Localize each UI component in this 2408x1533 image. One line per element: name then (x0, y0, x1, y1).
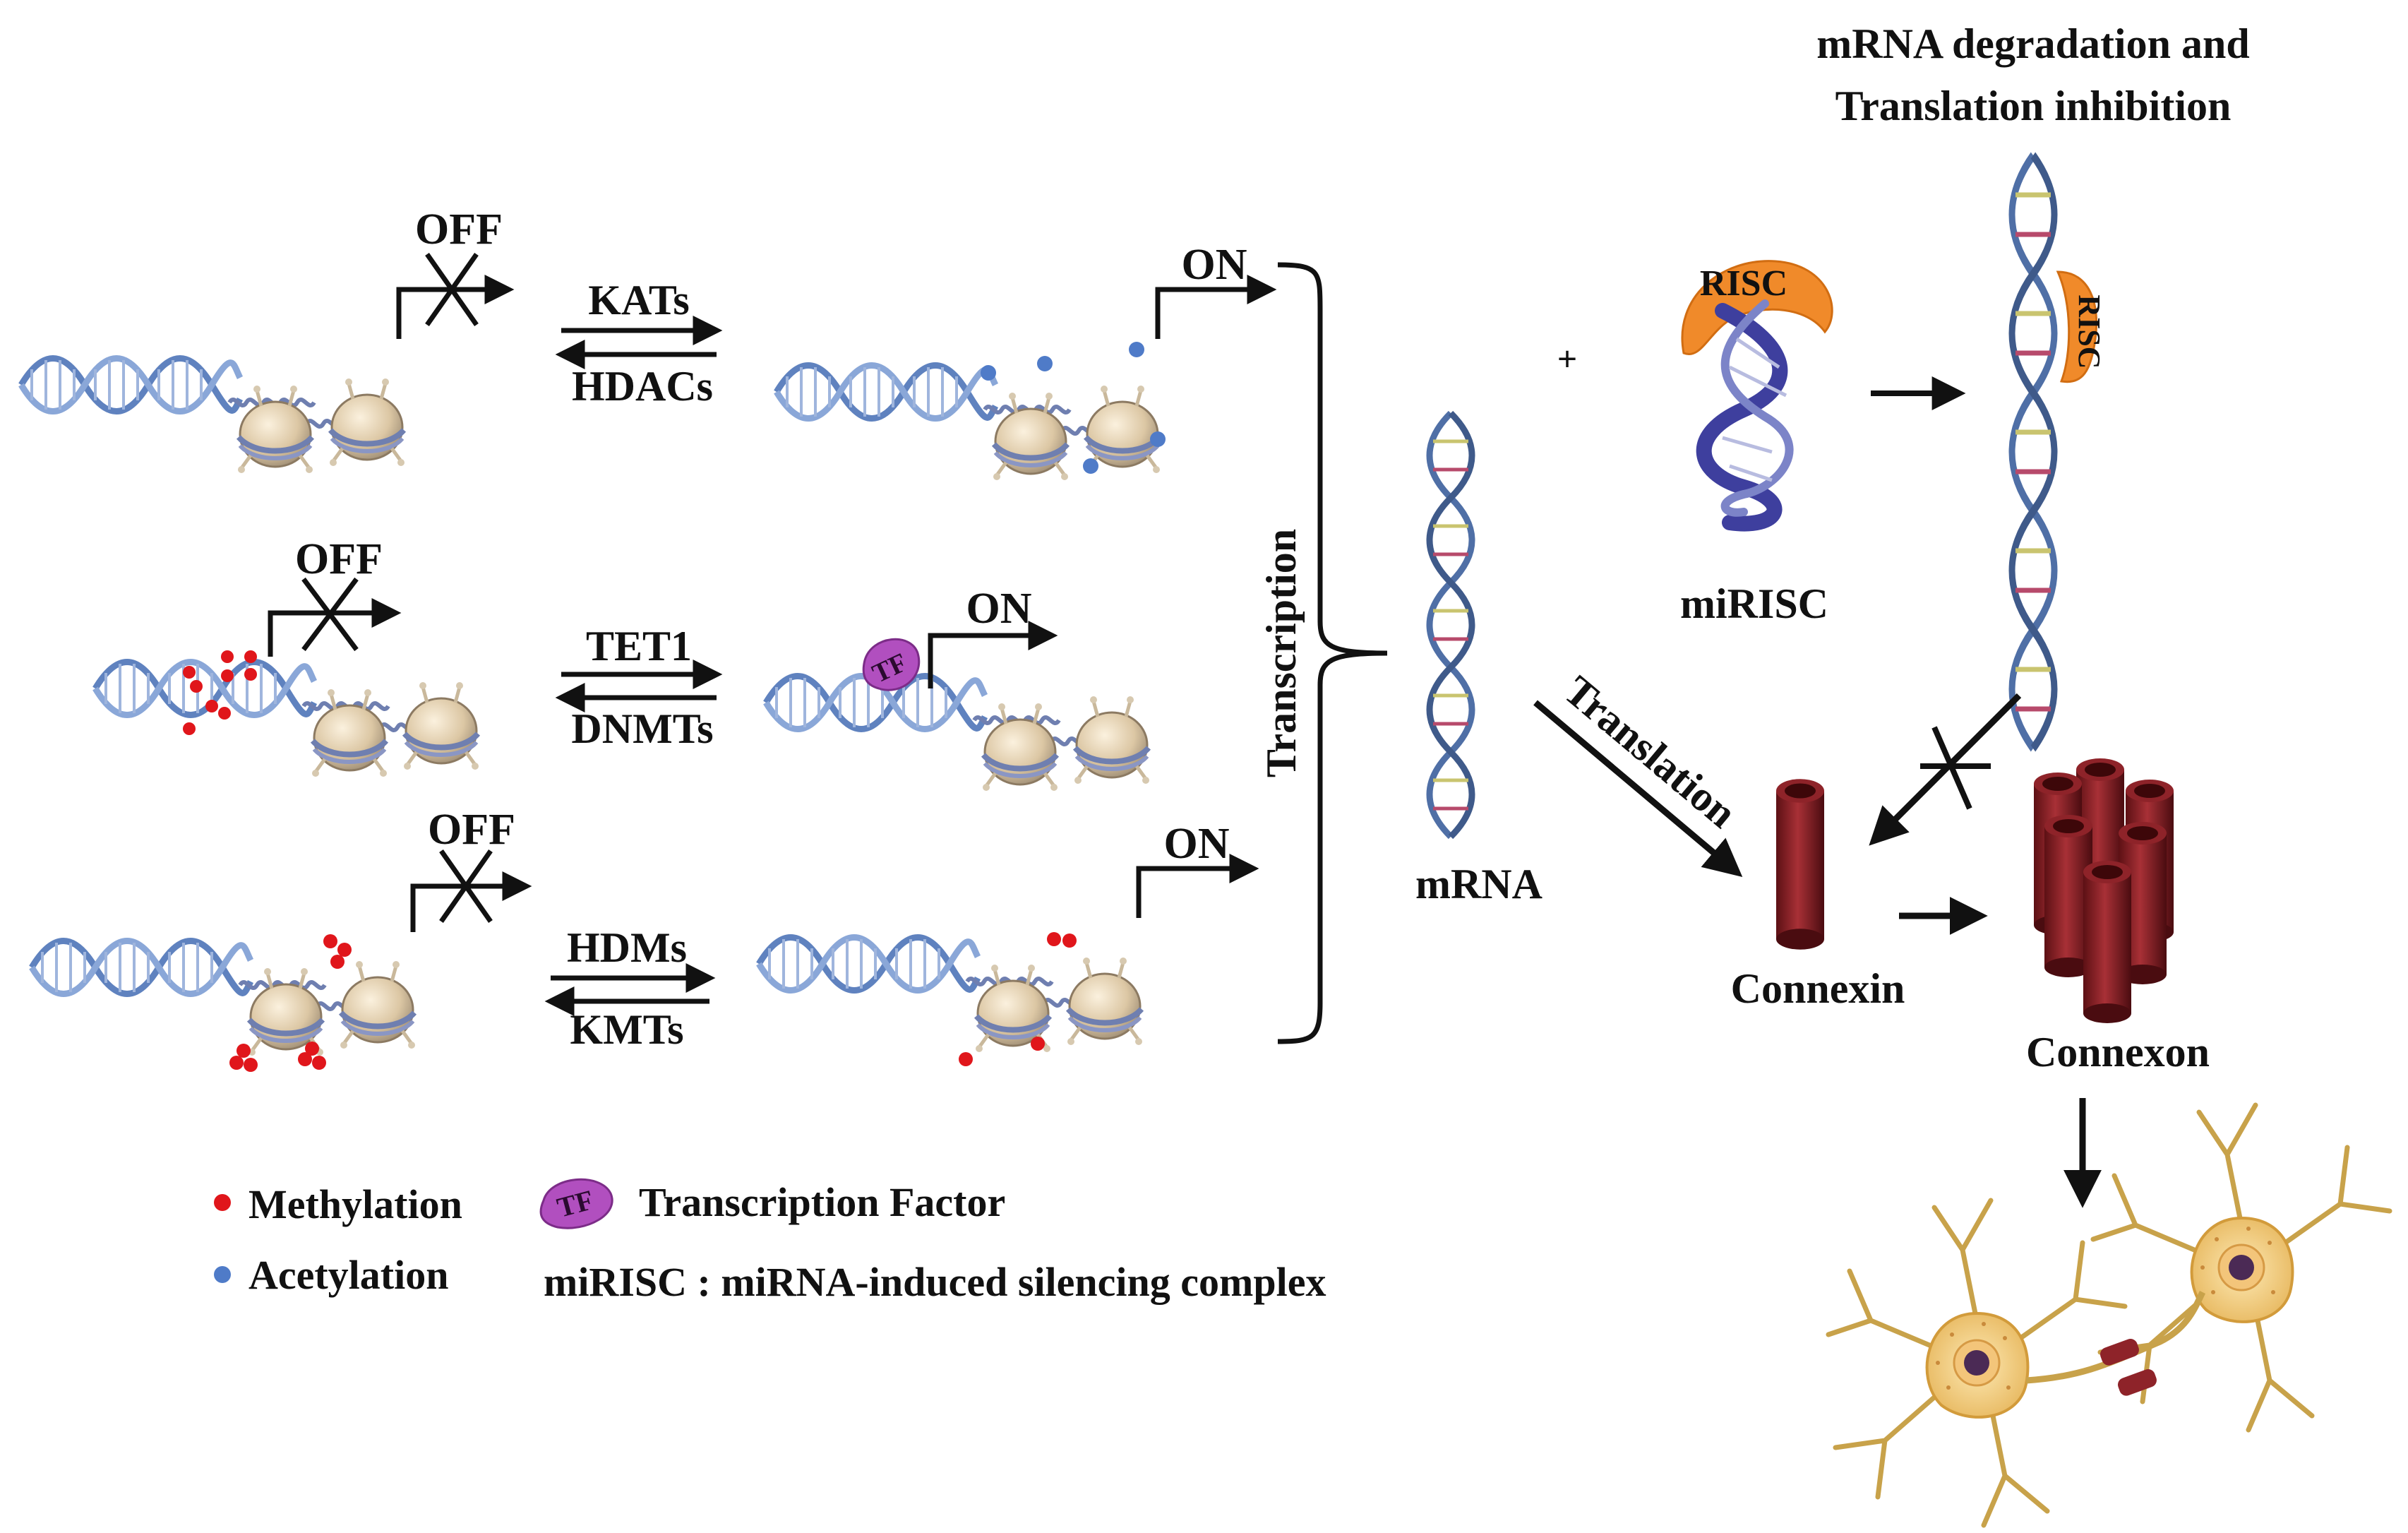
enzyme-hdacs: HDACs (572, 363, 713, 410)
on-promoter-3: ON (1136, 820, 1259, 918)
on-label: ON (1182, 241, 1247, 289)
chromatin-on-2 (766, 676, 1149, 792)
legend: Methylation Acetylation TF Transcription… (214, 1178, 1326, 1305)
on-label: ON (1164, 820, 1230, 868)
connexon-label: Connexon (2026, 1029, 2210, 1075)
acetylation-dot-icon (214, 1266, 231, 1283)
dna-methylation-marks (183, 650, 257, 735)
reversible-arrows-2: TET1 DNMTs (555, 623, 723, 752)
off-promoter-1: OFF (396, 205, 515, 339)
on-promoter-2: ON (928, 585, 1058, 688)
mrna-label: mRNA (1415, 861, 1543, 907)
degradation-title-line2: Translation inhibition (1835, 83, 2232, 129)
neurons-gap-junction (1828, 1105, 2390, 1525)
reversible-arrows-3: HDMs KMTs (544, 924, 716, 1053)
tf-icon (539, 1178, 613, 1229)
histone-methylation-marks-off (229, 934, 352, 1072)
chromatin-off-3 (32, 941, 415, 1056)
enzyme-hdms: HDMs (567, 924, 687, 971)
legend-transcription-factor: TF Transcription Factor (539, 1178, 1005, 1229)
off-promoter-3: OFF (410, 806, 532, 932)
bound-risc: RISC (2056, 270, 2107, 383)
off-label: OFF (415, 205, 503, 253)
translation-arrow (1533, 700, 1743, 877)
enzyme-kmts: KMTs (570, 1006, 683, 1053)
transcription-label: Transcription (1258, 529, 1305, 777)
gap-junction-channels (2099, 1339, 2157, 1396)
neuron-left (1828, 1200, 2125, 1525)
enzyme-dnmts: DNMTs (571, 705, 713, 752)
chromatin-on-3 (759, 938, 1142, 1053)
row-dna-methylation: OFF TET1 DNMTs TF ON (95, 535, 1149, 791)
risc-label: RISC (1700, 263, 1787, 304)
legend-acetylation: Acetylation (214, 1252, 449, 1298)
legend-methylation: Methylation (214, 1181, 462, 1227)
reversible-arrows-1: KATs HDACs (555, 277, 723, 410)
off-label: OFF (295, 535, 383, 583)
mrna-helix (1430, 413, 1472, 837)
connexin-label: Connexin (1731, 965, 1905, 1012)
legend-tf-label: Transcription Factor (639, 1179, 1005, 1225)
mirisc-complex: RISC (1681, 260, 1833, 532)
on-label: ON (966, 585, 1032, 633)
row-acetylation: OFF KATs HDACs ON (21, 205, 1277, 481)
methylation-dot-icon (214, 1194, 231, 1211)
degradation-title-line1: mRNA degradation and (1816, 20, 2249, 67)
mirisc-label: miRISC (1680, 580, 1828, 627)
transcription-factor: TF (862, 638, 921, 691)
chromatin-on-1 (777, 366, 1160, 481)
off-promoter-2: OFF (268, 535, 402, 657)
plus-sign: + (1557, 339, 1578, 378)
inhibition-arrow (1869, 693, 2022, 846)
bound-risc-label: RISC (2072, 294, 2107, 369)
legend-methylation-label: Methylation (248, 1181, 462, 1227)
chromatin-off-2 (95, 662, 479, 777)
connexin-cylinder (1776, 779, 1824, 950)
target-mrna-helix (2012, 155, 2054, 748)
legend-mirisc-definition: miRISC : miRNA-induced silencing complex (544, 1259, 1326, 1305)
translation-label: Translation (1555, 667, 1745, 837)
row-histone-methylation: OFF HDMs KMTs ON (32, 806, 1259, 1072)
enzyme-tet1: TET1 (586, 623, 692, 669)
chromatin-off-1 (21, 359, 405, 474)
acetylation-marks (981, 342, 1166, 474)
enzyme-kats: KATs (588, 277, 689, 323)
on-promoter-1: ON (1155, 241, 1277, 339)
histone-methylation-marks-on (959, 932, 1077, 1066)
legend-acetylation-label: Acetylation (248, 1252, 449, 1298)
transcription-brace: Transcription (1258, 262, 1388, 1044)
connexon-hexamer (2034, 758, 2174, 1023)
off-label: OFF (428, 806, 515, 854)
